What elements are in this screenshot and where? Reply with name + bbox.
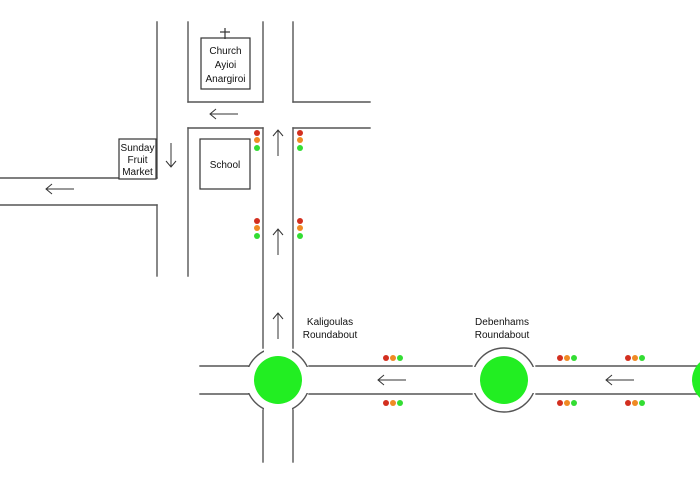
sunday-market-building: Sunday Fruit Market [118, 138, 157, 180]
traffic-light [625, 355, 645, 361]
church-label-line2: Ayioi [215, 60, 237, 71]
kaligoulas-label-line1: Kaligoulas [307, 317, 353, 328]
church-label-line1: Church [209, 46, 241, 57]
traffic-light [557, 355, 577, 361]
market-label-line2: Fruit [128, 155, 148, 166]
arrow-icon [165, 143, 177, 168]
road-network [0, 21, 700, 463]
traffic-light [625, 400, 645, 406]
arrow-icon [272, 312, 284, 339]
debenhams-roundabout-island [480, 356, 528, 404]
road-mask [264, 340, 292, 352]
road-mask [530, 367, 542, 393]
traffic-light [557, 400, 577, 406]
debenhams-label-line2: Roundabout [475, 330, 530, 341]
school-box [199, 138, 251, 190]
church-box [200, 37, 251, 90]
road-mask [304, 367, 316, 393]
traffic-light [297, 130, 303, 151]
road-mask [240, 367, 252, 393]
arrow-icon [377, 374, 406, 386]
church-building: Church Ayioi Anargiroi [200, 28, 251, 90]
debenhams-label-line1: Debenhams [475, 317, 529, 328]
traffic-light [254, 130, 260, 151]
arrow-icon [209, 108, 238, 120]
traffic-light [383, 355, 403, 361]
kaligoulas-roundabout-island [254, 356, 302, 404]
school-label: School [210, 160, 241, 171]
arrow-icon [272, 228, 284, 255]
arrow-icon [605, 374, 634, 386]
road-mask [466, 367, 478, 393]
arrow-icon [272, 129, 284, 156]
school-building: School [199, 138, 251, 190]
traffic-light [383, 400, 403, 406]
east-roundabout-island [692, 362, 700, 398]
church-label-line3: Anargiroi [205, 74, 245, 85]
market-label-line3: Market [122, 167, 153, 178]
traffic-light [254, 218, 260, 239]
market-label-line1: Sunday [121, 143, 155, 154]
kaligoulas-label-line2: Roundabout [303, 330, 358, 341]
cross-icon [220, 28, 230, 39]
market-box [118, 138, 157, 180]
arrow-icon [45, 183, 74, 195]
road-mask [264, 408, 292, 420]
traffic-light [297, 218, 303, 239]
